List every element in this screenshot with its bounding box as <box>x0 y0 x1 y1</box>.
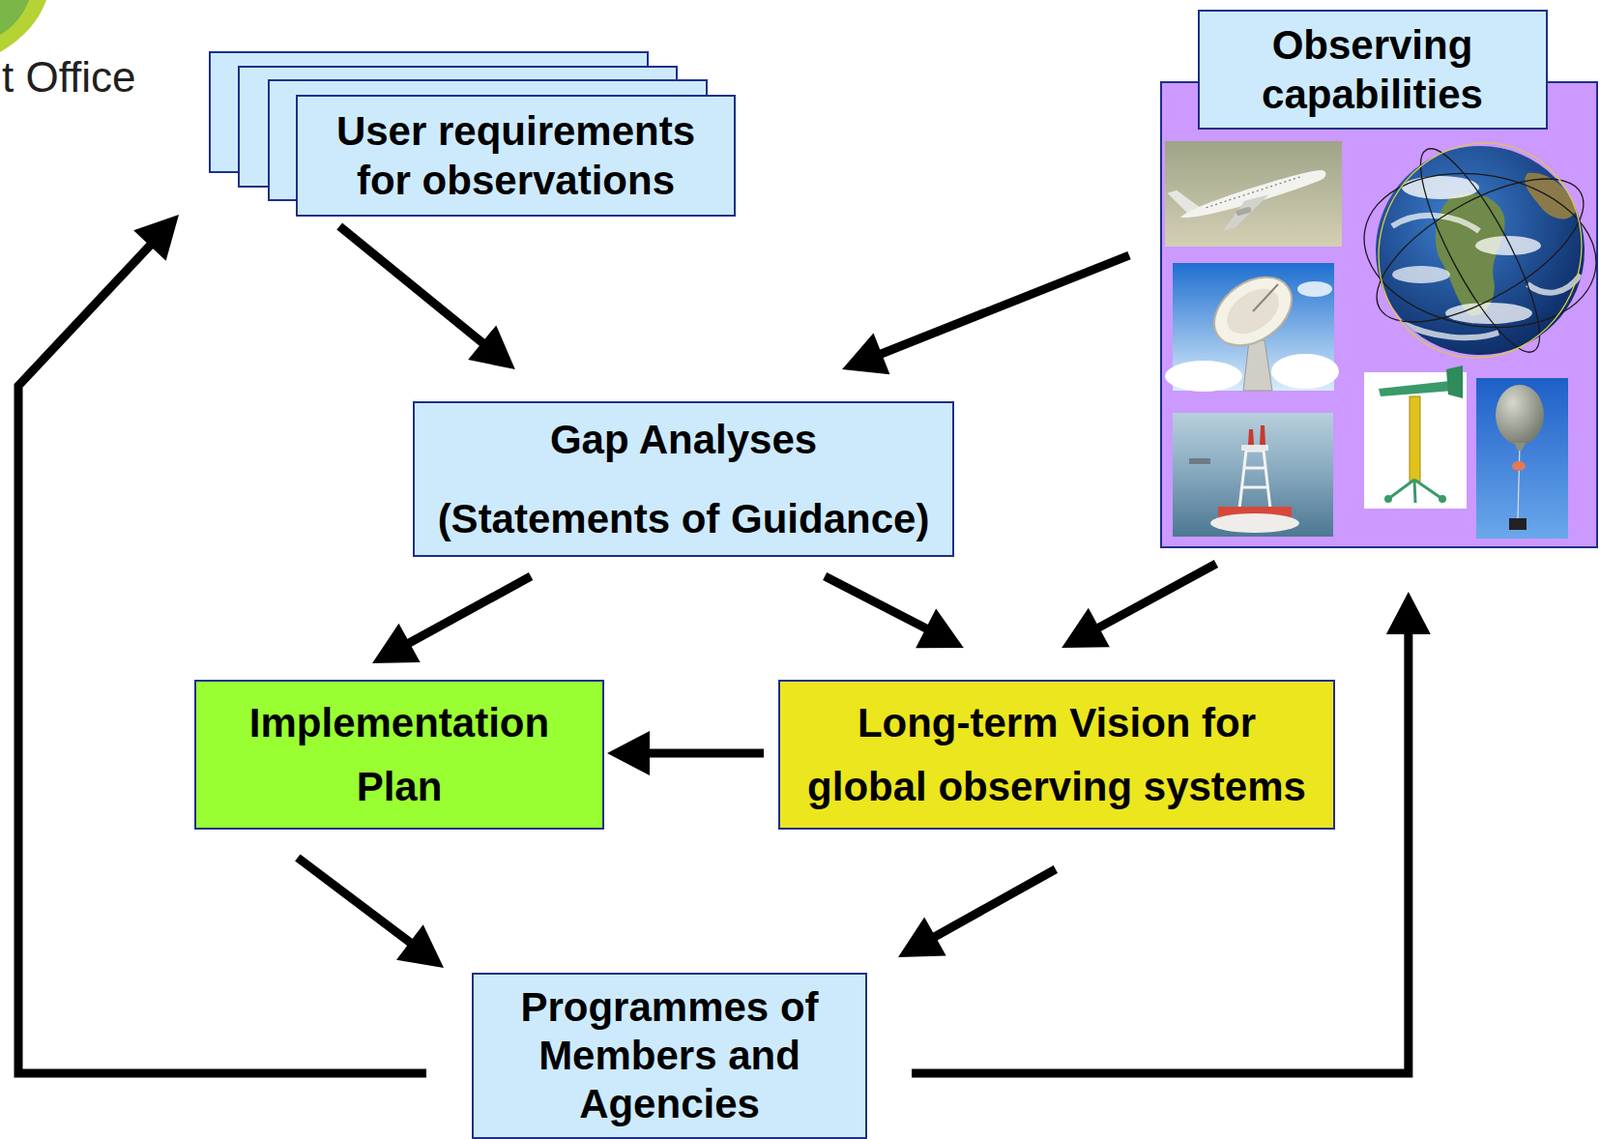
airplane <box>1166 146 1334 244</box>
box-text: Implementation Plan <box>234 691 564 819</box>
radar-feed <box>1252 284 1279 312</box>
arrow-connector <box>824 576 964 648</box>
arrow-head <box>396 924 444 968</box>
airplane-wing <box>1217 193 1277 232</box>
observing-photos <box>1160 81 1599 549</box>
orbit <box>1355 150 1599 351</box>
box-text: User requirements for observations <box>318 106 715 205</box>
balloon-neck <box>1513 442 1526 451</box>
arrow-connector <box>1061 563 1217 648</box>
balloon <box>1495 384 1544 445</box>
arrow-line <box>824 576 928 630</box>
orbits <box>1348 114 1599 387</box>
arrow-connector <box>911 591 1431 1074</box>
orbit <box>1400 136 1560 366</box>
orbit <box>1348 114 1599 387</box>
box-text: Observing capabilities <box>1213 20 1533 119</box>
process-box: Gap Analyses (Statements of Guidance) <box>412 401 955 557</box>
cloud <box>1164 360 1243 392</box>
process-box: Long-term Vision for global observing sy… <box>778 679 1336 830</box>
anemometer-fin <box>1446 365 1463 399</box>
arrow-head <box>1061 608 1110 648</box>
arrow-head <box>372 623 421 664</box>
arrow-connector <box>842 255 1130 375</box>
airplane-body <box>1178 166 1328 226</box>
arrow-head <box>898 916 947 958</box>
swoosh-band <box>0 0 30 35</box>
globe <box>1375 145 1585 355</box>
balloon-photo <box>1476 378 1569 539</box>
orbit <box>1351 155 1599 346</box>
cloud-swirl <box>1392 215 1581 338</box>
anemometer-vane <box>1378 380 1455 397</box>
arrow-head <box>842 332 890 375</box>
logo-text: t Office <box>1 53 137 102</box>
parachute <box>1512 461 1526 471</box>
arrow-line <box>933 869 1056 938</box>
arrow-line <box>297 857 412 944</box>
arrow-connector <box>18 214 427 1074</box>
arrow-line <box>18 244 427 1074</box>
process-box: Implementation Plan <box>194 679 605 830</box>
front-sheet: User requirements for observations <box>295 94 736 217</box>
anemometer-photo <box>1364 365 1467 509</box>
arrow-line <box>339 226 484 344</box>
satellite-globe <box>1348 114 1599 387</box>
arrow-connector <box>607 730 764 776</box>
buoy-base <box>1210 513 1300 533</box>
arrow-connector <box>898 869 1056 958</box>
arrow-line <box>407 576 531 644</box>
box-text: Gap Analyses <box>550 415 817 465</box>
photo-ground <box>1172 412 1334 537</box>
anemometer-cup <box>1438 494 1447 503</box>
airplane-engine <box>1235 205 1252 216</box>
person <box>1248 425 1266 445</box>
anemometer-cup <box>1384 494 1393 503</box>
arrow-head <box>467 324 516 370</box>
arrow-line <box>879 255 1130 354</box>
swoosh-band <box>0 0 47 53</box>
logo-swoosh <box>0 0 59 59</box>
cloud <box>1392 265 1451 284</box>
heading-box: Observing capabilities <box>1197 9 1548 130</box>
cloud <box>1297 281 1333 297</box>
arrow-line <box>647 748 764 757</box>
process-box: Programmes of Members and Agencies <box>471 972 868 1139</box>
stacked-box: User requirements for observations <box>208 51 736 217</box>
buoy-photo <box>1172 412 1334 537</box>
cloud <box>1271 353 1339 389</box>
airplane-windows <box>1205 175 1304 208</box>
box-text: Programmes of Members and Agencies <box>505 983 835 1129</box>
arrow-head <box>1386 591 1431 635</box>
box-text: (Statements of Guidance) <box>437 494 931 544</box>
cloud <box>1401 175 1480 200</box>
arrow-connector <box>372 576 531 664</box>
arrow-head <box>915 608 964 648</box>
arrow-line <box>1097 563 1217 629</box>
anemometer-legs <box>1388 479 1443 503</box>
balloon-tether <box>1517 444 1520 519</box>
buoy-platform <box>1241 444 1269 451</box>
photo-ground <box>1164 141 1342 247</box>
arrow-connector <box>339 226 516 370</box>
airplane-photo <box>1164 141 1342 247</box>
radar-dish-inner <box>1219 279 1288 344</box>
arrow-head <box>133 214 179 262</box>
photo-ground <box>1476 378 1569 539</box>
radar-photo <box>1164 262 1339 392</box>
arrow-connector <box>297 857 444 968</box>
radar-pedestal <box>1243 340 1273 391</box>
anemometer-pole <box>1409 396 1421 482</box>
ship <box>1189 458 1211 465</box>
box-text: Long-term Vision for global observing sy… <box>798 691 1316 819</box>
capability-panel: Observing capabilities <box>1160 81 1599 549</box>
cloud <box>1475 235 1542 256</box>
buoy-tower <box>1239 450 1271 509</box>
arrow-head <box>607 730 650 776</box>
payload <box>1509 518 1527 530</box>
radar-dish <box>1201 262 1306 360</box>
globe-surface <box>1392 173 1581 339</box>
